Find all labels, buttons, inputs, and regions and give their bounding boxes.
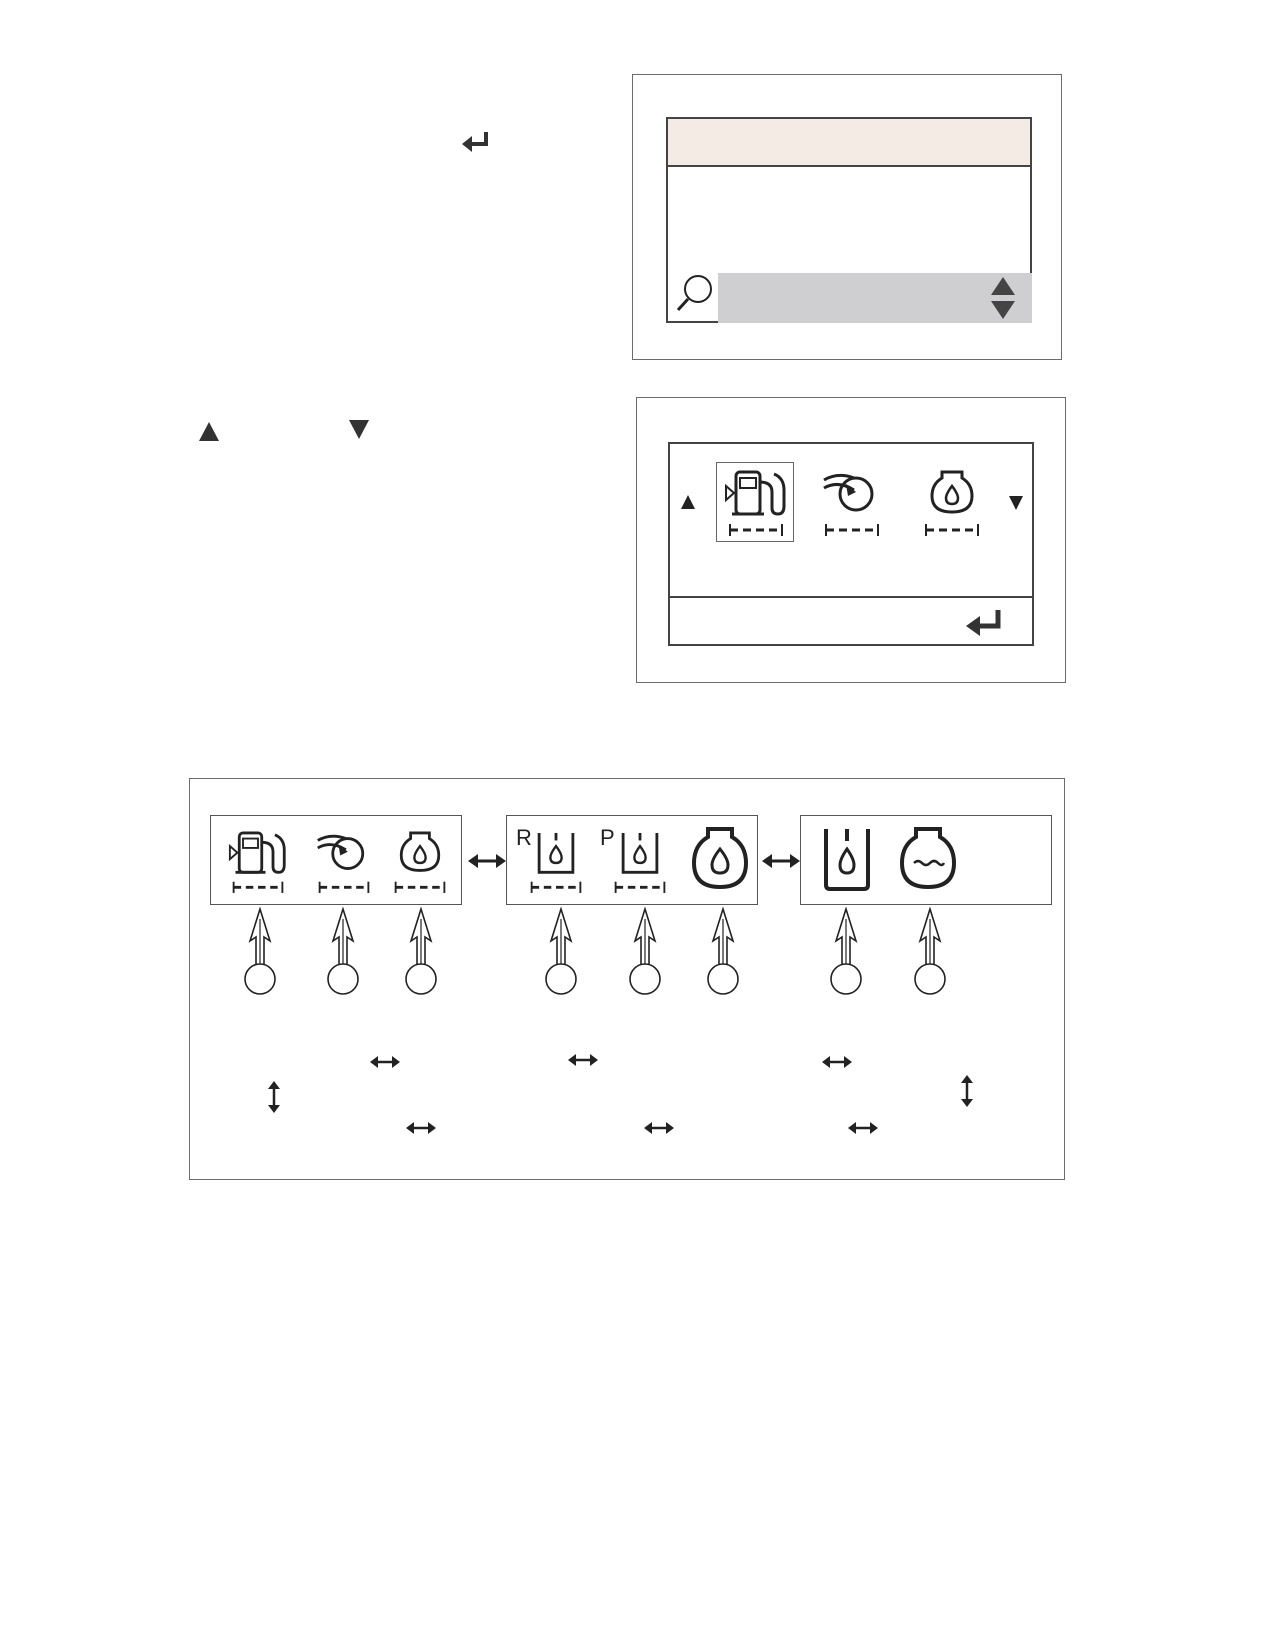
callout-circle — [327, 963, 359, 995]
triangle-down-icon[interactable] — [1008, 495, 1024, 511]
hydraulic-oil-icon — [824, 829, 870, 891]
selected-item-box[interactable] — [716, 462, 794, 542]
enter-return-icon[interactable] — [964, 608, 1006, 638]
magnifier-icon — [676, 275, 712, 312]
air-intake-icon[interactable] — [820, 468, 884, 538]
filter-label-r: R — [516, 825, 532, 850]
screen1-header-bar — [668, 119, 1030, 167]
double-arrow-horizontal-icon — [568, 1054, 598, 1066]
fuel-pump-icon[interactable] — [724, 468, 788, 538]
callout-circle — [545, 963, 577, 995]
double-arrow-vertical-icon — [961, 1075, 973, 1107]
double-arrow-horizontal-icon — [848, 1122, 878, 1134]
icon-group-1 — [210, 815, 462, 905]
double-arrow-horizontal-icon — [468, 854, 506, 868]
double-arrow-horizontal-icon — [406, 1122, 436, 1134]
fuel-pump-icon — [228, 831, 286, 893]
callout-circle — [830, 963, 862, 995]
air-intake-icon — [317, 834, 370, 893]
engine-oil-icon[interactable] — [920, 468, 984, 538]
screen2-footer-divider — [670, 596, 1032, 598]
filter-label-p: P — [600, 825, 615, 850]
triangle-up-icon[interactable] — [680, 494, 696, 510]
screen2-frame — [636, 397, 1066, 683]
coolant-icon — [899, 827, 957, 890]
double-arrow-vertical-icon — [268, 1081, 280, 1113]
engine-oil-large-icon — [691, 827, 749, 890]
callout-arrow — [707, 906, 739, 995]
callout-circle — [405, 963, 437, 995]
callout-arrow — [830, 906, 862, 995]
screen1-display — [666, 117, 1032, 323]
callout-circle — [244, 963, 276, 995]
triangle-up-icon — [199, 422, 219, 441]
callout-arrow — [629, 906, 661, 995]
engine-oil-icon — [394, 831, 446, 893]
callout-arrow — [244, 906, 276, 995]
pilot-filter-icon — [614, 832, 666, 893]
double-arrow-horizontal-icon — [822, 1056, 852, 1068]
screen1-search-bar[interactable] — [718, 273, 1032, 323]
return-filter-icon — [530, 832, 582, 893]
callout-circle — [629, 963, 661, 995]
triangle-down-icon — [349, 420, 369, 439]
scroll-up-down-icon[interactable] — [988, 275, 1018, 321]
enter-return-icon — [462, 132, 488, 152]
menu-structure-diagram: R P — [189, 778, 1065, 1180]
double-arrow-horizontal-icon — [370, 1056, 400, 1068]
callout-arrow — [327, 906, 359, 995]
callout-circle — [914, 963, 946, 995]
screen1-frame — [632, 74, 1062, 360]
callout-arrow — [405, 906, 437, 995]
callout-circle — [707, 963, 739, 995]
screen2-display — [668, 442, 1034, 646]
double-arrow-horizontal-icon — [644, 1122, 674, 1134]
callout-arrow — [914, 906, 946, 995]
callout-arrow — [545, 906, 577, 995]
double-arrow-horizontal-icon — [762, 854, 800, 868]
